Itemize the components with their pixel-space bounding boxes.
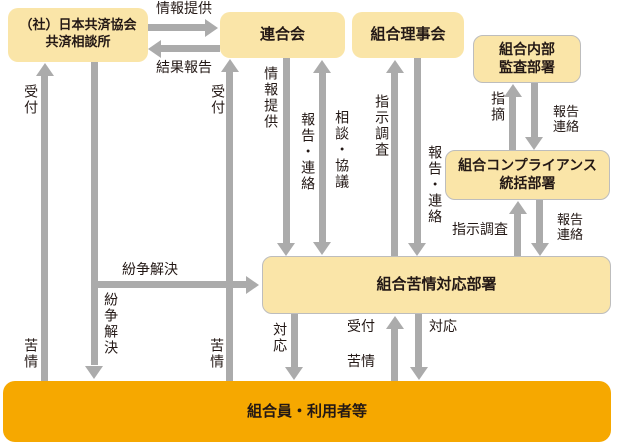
label-shiji-chosa-vertical: 指示調査 <box>373 94 390 158</box>
label-kujo-bottom: 苦情 <box>347 354 375 370</box>
label-joho-teikyo-vertical: 情報提供 <box>262 66 279 130</box>
line-member-to-kujotaio <box>391 328 398 381</box>
line-compliance-to-kujotaio <box>536 200 543 243</box>
arrow-up-icon <box>313 60 331 73</box>
label-kujo-left: 苦情 <box>22 338 39 370</box>
line-soudanjo-to-rengokai <box>148 24 207 31</box>
arrow-down-icon <box>525 137 543 150</box>
label-shiji-chosa-horizontal: 指示調査 <box>452 222 508 238</box>
arrow-up-icon <box>504 84 522 97</box>
label-kujo-mid: 苦情 <box>208 338 225 370</box>
line-rengokai-to-kujotaio <box>283 58 290 244</box>
box-naibu-kansa: 組合内部 監査部署 <box>473 35 581 83</box>
arrow-down-icon <box>85 366 103 379</box>
label-uketsuke-left: 受付 <box>22 84 39 116</box>
box-kyosai-soudanjo: （社）日本共済協会 共済相談所 <box>8 8 148 62</box>
arrow-up-icon <box>386 60 404 73</box>
label-kekka-hokoku: 結果報告 <box>156 60 212 76</box>
label-hokoku-renraku-2: 報告・連絡 <box>426 145 443 225</box>
line-member-to-rengokai <box>226 71 233 381</box>
box-rengokai: 連合会 <box>220 12 345 58</box>
arrow-right-icon <box>205 19 218 37</box>
arrow-down-icon <box>285 367 303 380</box>
label-taio-horizontal: 対応 <box>429 319 457 335</box>
arrow-up-icon <box>221 59 239 72</box>
label-hokoku-renraku-stacked-1: 報告 連絡 <box>553 105 580 135</box>
label-taio-vertical: 対応 <box>271 322 288 354</box>
label-hokoku-renraku-stacked-2: 報告 連絡 <box>557 213 584 243</box>
box-rijikai: 組合理事会 <box>352 12 464 58</box>
line-rengokai-to-soudanjo <box>160 45 220 52</box>
line-compliance-to-kansa <box>509 96 516 150</box>
box-kumiaiin: 組合員・利用者等 <box>3 381 611 442</box>
line-rijikai-to-kujotaio <box>414 58 421 244</box>
arrow-left-icon <box>148 40 161 58</box>
label-uketsuke-bottom: 受付 <box>347 319 375 335</box>
label-funso-kaiketsu-horizontal: 紛争解決 <box>122 262 178 278</box>
arrow-down-icon <box>408 243 426 256</box>
line-soudanjo-to-kujotaio <box>91 281 246 288</box>
arrow-down-icon <box>531 243 549 256</box>
box-compliance: 組合コンプライアンス 統括部署 <box>445 150 610 200</box>
arrow-right-icon <box>246 276 259 294</box>
line-kujotaio-to-member-right <box>415 314 422 367</box>
label-sodan-kyogi: 相談・協議 <box>333 110 350 190</box>
arrow-down-icon <box>410 367 428 380</box>
label-funso-kaiketsu-vertical: 紛争解決 <box>102 292 119 356</box>
label-hokoku-renraku-1: 報告・連絡 <box>299 112 316 192</box>
arrow-up-icon <box>386 316 404 329</box>
arrow-down-icon <box>313 242 331 255</box>
line-kansa-to-compliance <box>531 83 538 138</box>
line-rengokai-kujotaio-double <box>319 72 326 243</box>
line-kujotaio-to-compliance <box>514 213 521 256</box>
label-joho-teikyo-top: 情報提供 <box>156 1 212 17</box>
line-kujotaio-to-member-left <box>291 314 298 367</box>
line-kujotaio-to-rijikai <box>391 72 398 256</box>
label-shiteki: 指摘 <box>489 91 506 123</box>
arrow-up-icon <box>36 63 54 76</box>
line-member-to-soudanjo <box>41 75 48 381</box>
arrow-up-icon <box>509 201 527 214</box>
arrow-down-icon <box>277 243 295 256</box>
label-uketsuke-mid: 受付 <box>209 84 226 116</box>
box-kujo-taio: 組合苦情対応部署 <box>262 256 611 314</box>
line-soudanjo-to-member <box>91 62 98 365</box>
